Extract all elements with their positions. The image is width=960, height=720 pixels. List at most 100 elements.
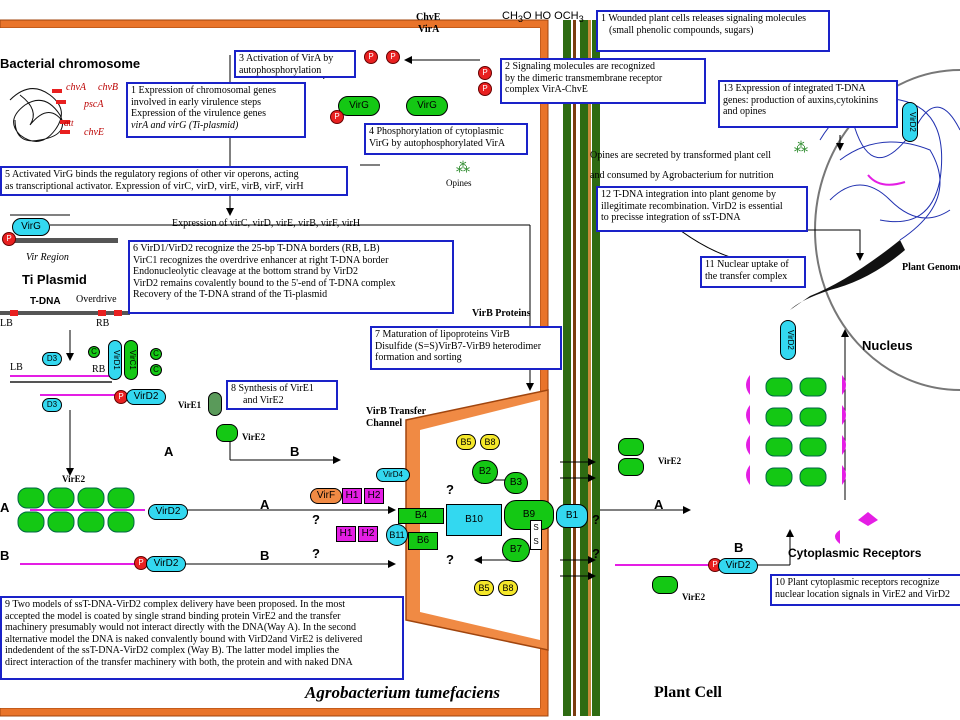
step-10-line: nuclear location signals in VirE2 and Vi…: [775, 588, 951, 600]
step-9-box: 9 Two models of ssT-DNA-VirD2 complex de…: [0, 596, 404, 680]
lb-label: LB: [10, 362, 23, 373]
nuclear-import-stack: [746, 375, 878, 544]
virh1-protein: H1: [342, 488, 362, 504]
step-2-line: complex VirA-ChvE: [505, 84, 588, 95]
virc-protein: C: [88, 346, 100, 358]
vire2-label: VirE2: [62, 474, 86, 484]
bacterial-chromosome-title: Bacterial chromosome: [0, 56, 141, 71]
step-12-box: 12 T-DNA integration into plant genome b…: [596, 186, 808, 232]
way-a-label: A: [654, 497, 664, 512]
vird2-protein: VirD2: [780, 320, 796, 360]
nucleus-label: Nucleus: [862, 338, 913, 353]
virc-protein: C: [150, 348, 162, 360]
virb2-protein: B2: [472, 460, 498, 484]
step-3-line: autophosphorylation: [239, 64, 322, 76]
way-b-label: B: [290, 444, 300, 459]
rb-label: RB: [92, 364, 106, 375]
step-1b-line: 1 Expression of chromosomal genes: [131, 85, 276, 96]
way-a-label: A: [260, 497, 270, 512]
step-5-line: as transcriptional activator. Expression…: [5, 180, 304, 192]
virb10-protein: B10: [446, 504, 502, 536]
disulfide-s: S: [533, 537, 539, 546]
ti-plasmid: [0, 238, 130, 396]
vire1-protein: [208, 392, 222, 416]
vire2-protein: [618, 438, 644, 456]
step-2-line: 2 Signaling molecules are recognized: [505, 61, 655, 72]
unknown-mark: ?: [592, 546, 600, 561]
step-6-line: 6 VirD1/VirD2 recognize the 25-bp T-DNA …: [133, 243, 380, 254]
virb9-protein: B9: [504, 500, 554, 530]
bacterial-chromosome: [9, 88, 70, 142]
vire2-label: VirE2: [658, 456, 682, 466]
opines-consumed-label: and consumed by Agrobacterium for nutrit…: [590, 170, 774, 181]
gene-att: att: [64, 118, 74, 128]
step-1b-line: Expression of the virulence genes: [131, 108, 266, 119]
way-a-label: A: [0, 500, 10, 515]
step-1-line: (small phenolic compounds, sugars): [609, 24, 754, 36]
step-3-box: 3 Activation of VirA by autophosphorylat…: [234, 50, 356, 78]
plant-cell-title: Plant Cell: [654, 684, 722, 701]
phenolic-structure: CH3O HO OCH3: [502, 10, 584, 25]
way-b-label: B: [734, 540, 744, 555]
unknown-mark: ?: [592, 512, 600, 527]
virb11-protein: B11: [386, 524, 408, 546]
disulfide-s: S: [533, 523, 539, 532]
plant-genome-label: Plant Genome: [902, 262, 960, 273]
virh2-protein: H2: [358, 526, 378, 542]
virh2-protein: H2: [364, 488, 384, 504]
vira-label: VirA: [418, 24, 440, 35]
gene-chvb: chvB: [98, 82, 118, 93]
step-6-line: Recovery of the T-DNA strand of the Ti-p…: [133, 289, 328, 300]
step-1-line: 1 Wounded plant cells releases signaling…: [601, 13, 807, 24]
vird4-protein: VirD4: [376, 468, 410, 482]
step-7-line: formation and sorting: [375, 352, 462, 363]
step-5-box: 5 Activated VirG binds the regulatory re…: [0, 166, 348, 196]
vird2-protein: VirD2: [718, 558, 758, 574]
step-1-box: 1 Wounded plant cells releases signaling…: [596, 10, 830, 52]
virg-protein: VirG: [338, 96, 380, 116]
virb6-protein: B6: [408, 532, 438, 550]
opines-dots: ⁂: [456, 161, 470, 176]
virb1-protein: B1: [556, 504, 588, 528]
lb-label: LB: [0, 318, 13, 329]
step-9-line: indedendent of the ssT-DNA-VirD2 complex…: [5, 645, 340, 656]
step-6-line: VirD2 remains covalently bound to the 5'…: [133, 277, 396, 289]
step-8-line: and VirE2: [243, 394, 284, 406]
step-13-line: 13 Expression of integrated T-DNA: [723, 83, 866, 94]
plant-cell-wall: [563, 20, 600, 716]
virb8-protein: B8: [498, 580, 518, 596]
vird2-protein: VirD2: [148, 504, 188, 520]
vird2-protein: VirD2: [146, 556, 186, 572]
vird3-protein: D3: [42, 352, 62, 366]
phosphate-p: P: [330, 110, 344, 124]
tdna-label: T-DNA: [30, 296, 61, 307]
step-8-line: 8 Synthesis of VirE1: [231, 383, 314, 394]
step-12-line: illegitimate recombination. VirD2 is ess…: [601, 200, 783, 212]
vire2-label: VirE2: [682, 592, 706, 602]
vird3-protein: D3: [42, 398, 62, 412]
virb7-protein: B7: [502, 538, 530, 562]
overdrive-label: Overdrive: [76, 294, 117, 305]
step-6-line: VirC1 recognizes the overdrive enhancer …: [133, 254, 389, 266]
opines-dots: ⁂: [794, 141, 808, 156]
cytoplasmic-receptors-label: Cytoplasmic Receptors: [788, 546, 922, 560]
step-7-box: 7 Maturation of lipoproteins VirB Disulf…: [370, 326, 562, 370]
step-6-box: 6 VirD1/VirD2 recognize the 25-bp T-DNA …: [128, 240, 454, 314]
step-9-line: direct interaction of the transfer machi…: [5, 656, 353, 668]
t-dna-strands: [20, 174, 906, 566]
unknown-mark: ?: [446, 552, 454, 567]
unknown-mark: ?: [312, 512, 320, 527]
virb4-protein: B4: [398, 508, 444, 524]
vird1-protein: VirD1: [108, 340, 122, 380]
vire2-unit: [77, 487, 105, 533]
step-4-line: 4 Phosphorylation of cytoplasmic: [369, 126, 504, 137]
step-2-line: by the dimeric transmembrane receptor: [505, 72, 663, 84]
virh1-protein: H1: [336, 526, 356, 542]
unknown-mark: ?: [312, 546, 320, 561]
step-1b-line: virA and virG (Ti-plasmid): [131, 119, 239, 131]
step-10-box: 10 Plant cytoplasmic receptors recognize…: [770, 574, 960, 606]
vird2-protein: VirD2: [126, 389, 166, 405]
step-1b-line: involved in early virulence steps: [131, 96, 261, 108]
